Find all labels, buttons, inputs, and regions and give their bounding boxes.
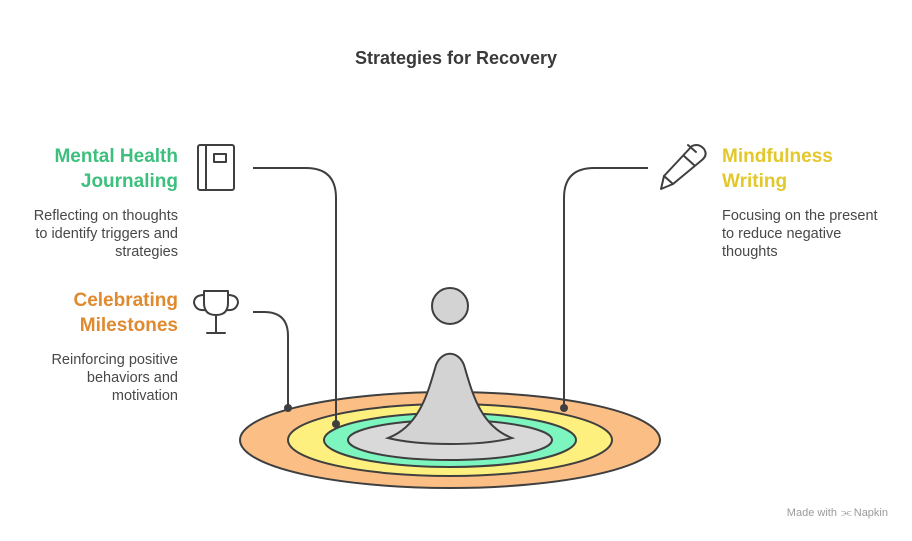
made-with-label: Made with: [786, 507, 837, 519]
connector-dot-journaling: [332, 420, 340, 428]
trophy-icon: [193, 290, 239, 334]
heading-line: Celebrating: [73, 290, 178, 311]
connector-journaling: [253, 167, 337, 424]
desc-line: Focusing on the present: [722, 208, 878, 224]
desc-line: to reduce negative: [722, 226, 842, 242]
page-title: Strategies for Recovery: [354, 48, 558, 68]
desc-line: Reflecting on thoughts: [33, 208, 178, 224]
heading-mental-health-journaling: Mental Health Journaling: [54, 144, 178, 194]
desc-line: strategies: [115, 244, 178, 260]
pen-icon: [660, 144, 707, 190]
desc-line: Reinforcing positive: [51, 352, 178, 368]
desc-mental-health-journaling: Reflecting on thoughts to identify trigg…: [34, 207, 178, 261]
heading-line: Mindfulness: [722, 146, 833, 167]
heading-line: Writing: [722, 171, 788, 192]
connector-mindfulness: [563, 167, 648, 408]
connector-dot-mindfulness: [560, 404, 568, 412]
desc-line: thoughts: [722, 244, 778, 260]
napkin-logo-icon: ⫘: [840, 505, 852, 519]
desc-line: behaviors and: [86, 370, 178, 386]
heading-line: Journaling: [80, 171, 178, 192]
heading-line: Milestones: [79, 315, 178, 336]
heading-mindfulness-writing: Mindfulness Writing: [722, 144, 833, 194]
desc-celebrating-milestones: Reinforcing positive behaviors and motiv…: [51, 351, 178, 405]
desc-line: to identify triggers and: [35, 226, 178, 242]
connector-milestones: [253, 311, 289, 408]
heading-celebrating-milestones: Celebrating Milestones: [73, 288, 178, 338]
made-with-napkin-badge[interactable]: Made with⫘Napkin: [787, 505, 888, 520]
journal-icon: [197, 144, 235, 191]
figure-body: [384, 352, 516, 445]
connector-dot-milestones: [284, 404, 292, 412]
heading-line: Mental Health: [54, 146, 178, 167]
napkin-brand-label: Napkin: [853, 507, 888, 519]
desc-mindfulness-writing: Focusing on the present to reduce negati…: [722, 207, 878, 261]
desc-line: motivation: [111, 388, 178, 404]
figure-head: [431, 287, 469, 325]
